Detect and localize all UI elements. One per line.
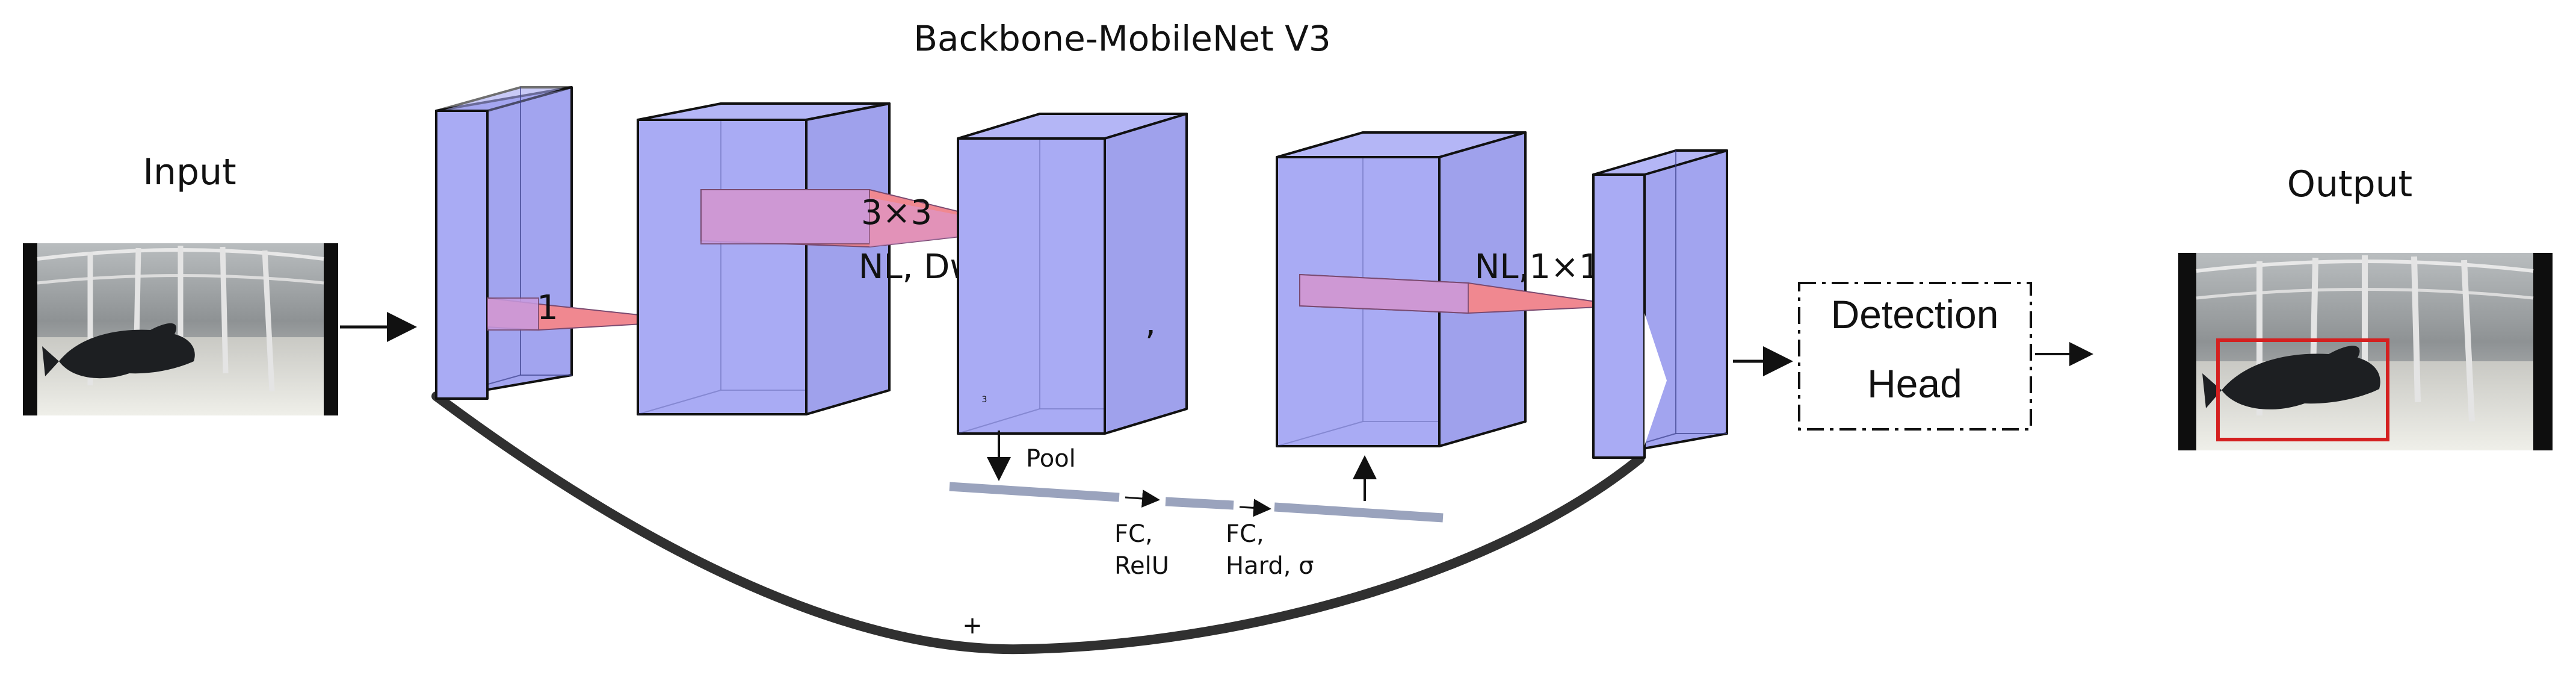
fc-arrow-2 [1239, 499, 1271, 517]
kernel-3x3-label: 3×3 [861, 193, 932, 232]
comma-mark: , [1145, 303, 1156, 343]
small-mark: 3 [982, 395, 987, 405]
input-label: Input [143, 151, 236, 193]
output-image [2178, 253, 2553, 450]
fc-bar-2 [1165, 497, 1234, 510]
feature-block-3 [957, 113, 1188, 435]
fc1-label-line1: FC, [1114, 520, 1153, 548]
diagram-title: Backbone-MobileNet V3 [913, 18, 1331, 59]
skip-connection-curve [431, 391, 1645, 655]
kernel-nl-1x1-pyramid [1299, 273, 1625, 314]
detection-head-line2: Head [1867, 361, 1962, 406]
detection-head-line1: Detection [1831, 292, 1999, 337]
plus-sign: + [962, 612, 983, 639]
nl-1x1-label: NL,1×1 [1474, 247, 1600, 287]
pool-label: Pool [1026, 445, 1076, 473]
fc2-label-line1: FC, [1226, 520, 1264, 548]
fc2-label-line2: Hard, σ [1226, 552, 1314, 580]
feature-block-5 [1592, 149, 1728, 459]
fc-bar-3 [1274, 502, 1444, 523]
output-label: Output [2287, 163, 2412, 205]
feature-block-2 [637, 102, 891, 415]
feature-block-1 [435, 86, 573, 400]
fc-bar-1 [949, 482, 1120, 502]
kernel-3x3-pyramid [700, 189, 1030, 248]
detection-head-box [1798, 282, 2032, 431]
fc-arrow-1 [1125, 490, 1160, 508]
fc1-label-line2: RelU [1114, 552, 1169, 580]
detection-bounding-box [2216, 338, 2389, 441]
kernel-1-label: 1 [537, 288, 558, 328]
input-image [23, 243, 338, 415]
